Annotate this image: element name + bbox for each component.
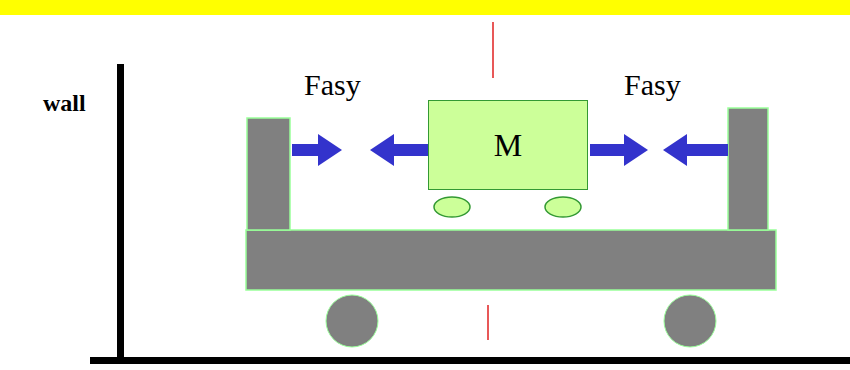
force-arrow — [663, 134, 728, 166]
force-arrow — [590, 134, 648, 166]
cart-wheel — [326, 295, 378, 347]
force-label: Fasy — [304, 68, 361, 102]
block-wheel — [434, 197, 470, 217]
left-post — [247, 118, 290, 230]
block-wheel — [545, 197, 581, 217]
center-line — [487, 305, 489, 340]
wall-label: wall — [43, 90, 86, 117]
force-arrow — [370, 134, 428, 166]
cart-platform — [246, 230, 776, 290]
wall — [117, 64, 124, 362]
floor — [90, 357, 850, 364]
right-post — [728, 108, 768, 230]
mass-block: M — [428, 100, 588, 190]
top-bar — [0, 0, 850, 15]
cart-wheel — [664, 295, 716, 347]
block-label: M — [494, 127, 522, 164]
force-arrow — [292, 134, 342, 166]
force-label: Fasy — [624, 68, 681, 102]
center-line — [492, 22, 494, 78]
